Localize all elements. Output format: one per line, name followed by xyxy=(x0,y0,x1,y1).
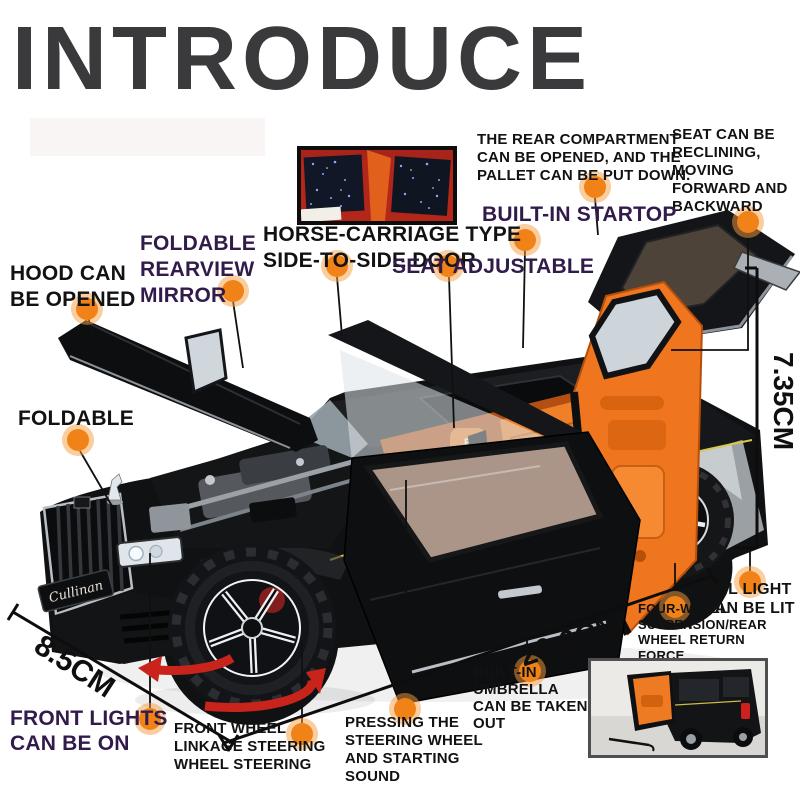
open-hood xyxy=(58,320,318,452)
front-grille: Cullinan xyxy=(37,473,186,664)
dimension-height: 7.35CM xyxy=(768,352,799,451)
open-tailgate xyxy=(588,210,800,344)
front-wheel xyxy=(168,544,336,712)
label-pressing-sound: PRESSING THE STEERING WHEEL AND STARTING… xyxy=(345,714,483,785)
open-rear-coach-door xyxy=(570,280,704,636)
umbrella-door-illustration xyxy=(591,661,765,755)
starlight-dots xyxy=(310,160,440,209)
cullinan-badge-text: Cullinan xyxy=(47,578,104,606)
rear-wheel xyxy=(618,462,734,578)
label-horse-carriage-door: HORSE-CARRIAGE TYPE SIDE-TO-SIDE DOOR xyxy=(263,223,522,272)
label-front-wheel-linkage: FRONT WHEEL LINKAGE STEERING WHEEL STEER… xyxy=(174,720,326,773)
inset-umbrella-photo xyxy=(588,658,768,758)
label-rear-compartment: THE REAR COMPARTMENT CAN BE OPENED, AND … xyxy=(477,131,691,184)
cullinan-badge-plate: Cullinan xyxy=(37,569,114,613)
dot-rearview-mirror xyxy=(222,280,244,302)
orange-interior: R xyxy=(360,386,640,612)
dot-side-door xyxy=(326,255,348,277)
inset-starlight-roof-photo xyxy=(297,146,457,225)
dot-seat-adjustable xyxy=(437,255,459,277)
label-foldable-ornament: FOLDABLE xyxy=(18,407,134,430)
steering-wheel xyxy=(383,459,423,499)
label-seat-recline: SEAT CAN BE RECLINING, MOVING FORWARD AN… xyxy=(672,126,788,215)
headlight xyxy=(116,536,184,568)
dimension-width: 8.5CM xyxy=(28,628,121,705)
engine-bay xyxy=(149,436,382,548)
label-four-wheel-suspension: FOUR-WHEEL SUSPENSION/REAR WHEEL RETURN … xyxy=(638,601,767,663)
side-mirror xyxy=(184,328,228,395)
wheel-rotation-arrows xyxy=(138,654,326,713)
faint-background-block xyxy=(30,118,265,156)
label-hood: HOOD CAN BE OPENED xyxy=(10,262,136,311)
label-umbrella: BUILT-IN UMBRELLA CAN BE TAKEN OUT xyxy=(473,664,588,732)
starlight-roof-illustration xyxy=(300,150,453,223)
page-title: INTRODUCE xyxy=(12,9,592,109)
label-foldable-rearview-mirror: FOLDABLE REARVIEW MIRROR xyxy=(140,232,256,307)
dot-rear-compartment xyxy=(584,176,606,198)
label-front-lights: FRONT LIGHTS CAN BE ON xyxy=(10,707,168,755)
headrest-monogram: R xyxy=(464,437,472,449)
hood-ornament xyxy=(107,473,123,505)
dot-foldable-ornament xyxy=(67,429,89,451)
dot-startop xyxy=(514,229,536,251)
label-seat-adjustable: SEAT ADJUSTABLE xyxy=(392,255,595,278)
